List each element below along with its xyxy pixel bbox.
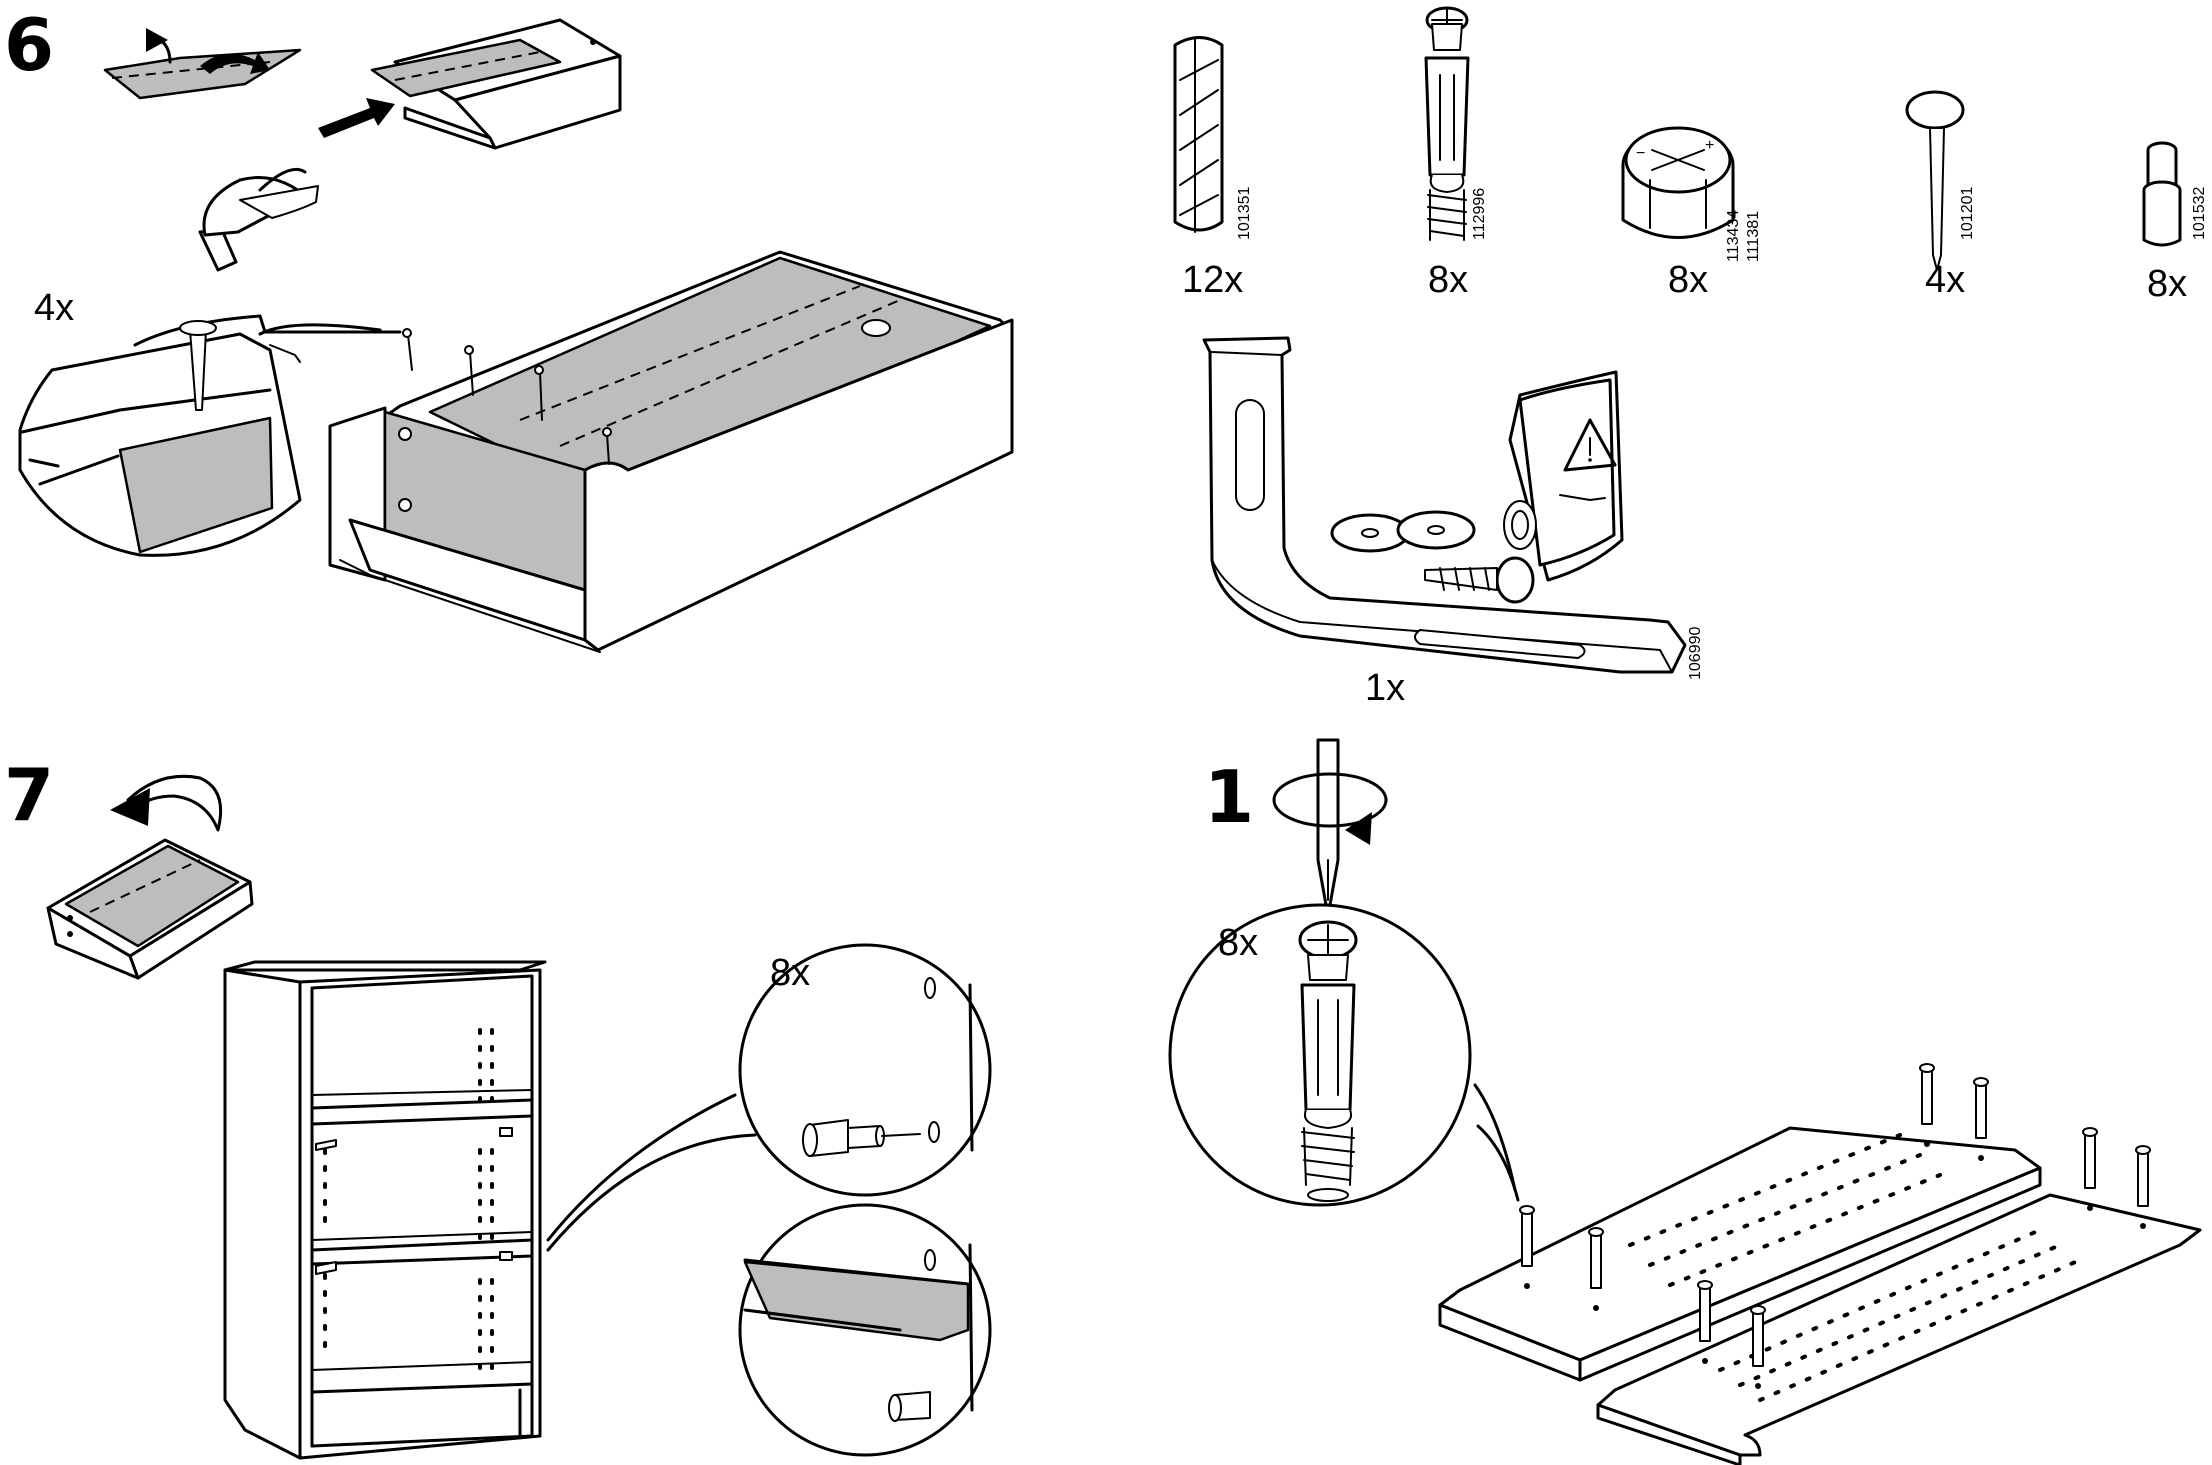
wall-bracket-code: 106990 <box>1687 627 1704 680</box>
dowel-code: 101351 <box>1236 187 1253 240</box>
screwdriver-icon <box>1316 738 1340 907</box>
cam-bolt-qty: 8x <box>1428 259 1468 301</box>
shelf-pin-qty-label: 8x <box>770 952 810 994</box>
cam-nut-code-2: 111381 <box>1745 211 1762 262</box>
cam-bolt-step-qty: 8x <box>1218 922 1258 964</box>
svg-text:+: + <box>1705 137 1714 154</box>
part-cam-lock-nut: − + <box>1621 126 1735 239</box>
cam-nut-code-1: 113434 <box>1725 210 1742 262</box>
cam-bolts-inserted <box>1519 1063 2151 1389</box>
nail-code: 101201 <box>1959 187 1976 240</box>
ring-tag <box>1503 500 1537 550</box>
step-1-number: 1 <box>1204 755 1254 839</box>
shelf-pin-magnifier-top <box>546 943 992 1252</box>
bookcase-diagram <box>223 960 547 1460</box>
svg-text:−: − <box>1636 145 1645 162</box>
rotate-arrow-icon <box>110 774 223 832</box>
shelf-pin-magnifier-bottom <box>738 1203 992 1457</box>
small-drawer-diagram <box>370 18 622 150</box>
cam-bolt-magnifier <box>1168 903 1520 1207</box>
insert-arrow-icon <box>318 98 395 138</box>
part-nail <box>1905 90 1965 271</box>
fold-arrow-icon <box>146 28 270 74</box>
side-panel-right <box>1596 1193 2202 1465</box>
drawer-nails <box>402 328 612 465</box>
flipped-drawer-diagram <box>46 838 254 980</box>
nail-qty-label: 4x <box>34 287 74 329</box>
nail-detail-magnifier <box>18 314 402 557</box>
instruction-leaflet <box>1508 370 1624 582</box>
step-7-number: 7 <box>4 753 54 837</box>
step-6-number: 6 <box>4 3 54 87</box>
part-cam-lock-bolt <box>1424 6 1470 241</box>
side-panel-left <box>1438 1126 2042 1382</box>
part-wooden-dowel <box>1173 36 1224 233</box>
hammer-icon <box>198 167 319 272</box>
cam-bolt-code: 112996 <box>1471 188 1488 240</box>
shelf-pin-qty: 8x <box>2147 263 2187 305</box>
washers-and-screw <box>1330 510 1535 604</box>
rotation-arrow-icon <box>1272 772 1388 845</box>
wall-bracket-qty: 1x <box>1365 667 1405 709</box>
cam-nut-qty: 8x <box>1668 259 1708 301</box>
warning-triangle-icon <box>1563 418 1617 472</box>
wall-bracket-kit <box>1202 336 1687 674</box>
nail-qty: 4x <box>1925 259 1965 301</box>
dowel-qty: 12x <box>1182 259 1243 301</box>
part-shelf-pin <box>2142 141 2182 247</box>
large-drawer-diagram <box>328 250 1014 653</box>
shelf-pin-code: 101532 <box>2191 187 2208 240</box>
